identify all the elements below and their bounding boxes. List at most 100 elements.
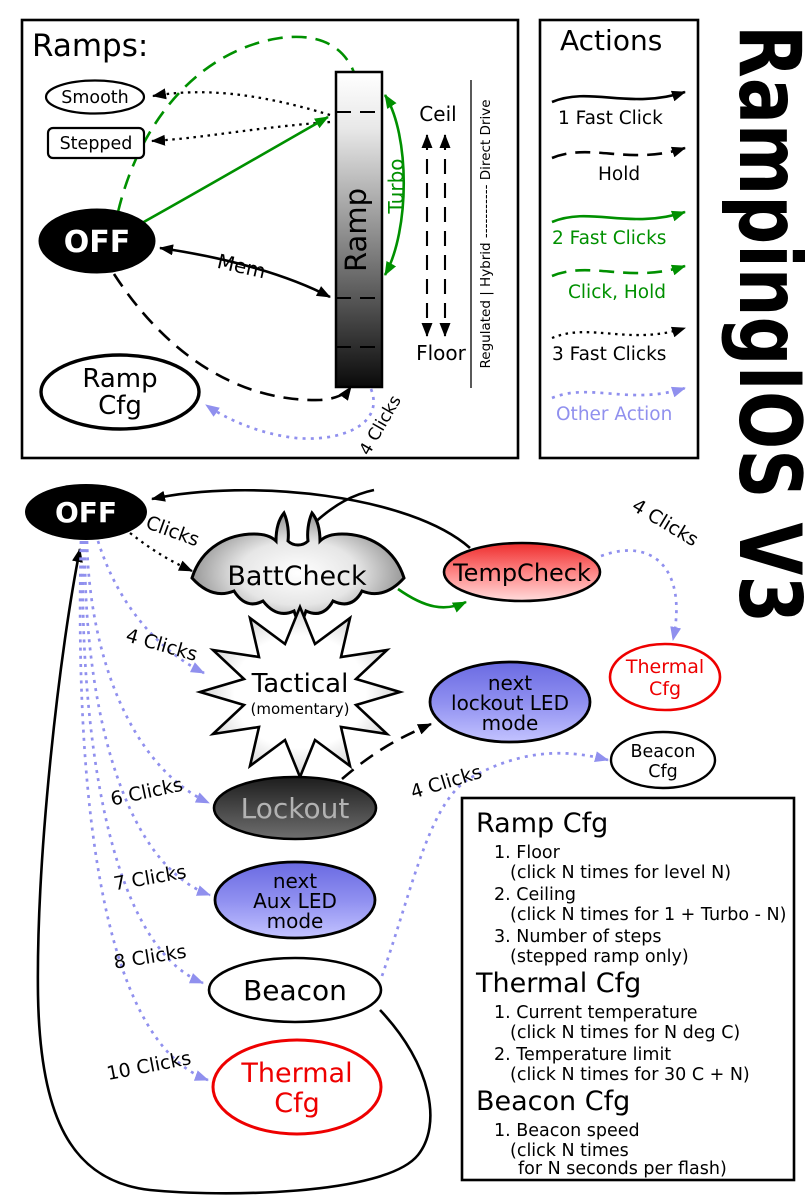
config-note: (stepped ramp only)	[510, 947, 689, 967]
off-node-ramps	[38, 208, 156, 274]
off-node	[25, 484, 147, 540]
thermal-cfg-small-node	[608, 642, 722, 712]
legend-label-1-fast-click: 1 Fast Click	[558, 108, 663, 129]
config-note: (click N times for 30 C + N)	[510, 1065, 750, 1085]
actions-box-title: Actions	[560, 24, 662, 57]
config-note: (click N times	[510, 1141, 629, 1161]
thermal-cfg-small-label-1: Thermal	[625, 656, 704, 678]
edge-off-to-thermalcfg	[78, 540, 209, 1082]
ceil-label: Ceil	[419, 102, 456, 126]
floor-label: Floor	[416, 341, 467, 365]
edge-off-to-battcheck	[129, 532, 193, 573]
config-line: 1. Current temperature	[494, 1003, 698, 1023]
config-line: 3. Number of steps	[494, 927, 662, 947]
config-thermal-title: Thermal Cfg	[475, 968, 641, 999]
edge-off-to-auxled	[83, 540, 211, 897]
lockout-led-mode-node	[428, 660, 592, 744]
off-label: OFF	[55, 496, 117, 529]
lockout-led-label-3: mode	[482, 711, 539, 735]
label-4-clicks-thermal: 4 Clicks	[628, 495, 702, 552]
edge-off-to-lockout	[85, 540, 210, 805]
label-8-clicks: 8 Clicks	[112, 940, 188, 973]
page-title: RampingIOS V3	[719, 25, 812, 623]
tempcheck-node	[442, 541, 602, 603]
ramps-box-frame	[20, 18, 520, 460]
aux-led-label-1: next	[273, 869, 317, 893]
edge-lockout-to-ledmode	[341, 722, 432, 780]
mem-label: Mem	[215, 249, 268, 283]
lockout-led-label-2: lockout LED	[451, 691, 569, 715]
battcheck-node	[190, 510, 406, 633]
legend-label-other-action: Other Action	[556, 404, 672, 425]
legend-label-hold: Hold	[598, 164, 640, 185]
lockout-led-label-1: next	[488, 671, 532, 695]
edge-off-ramp-mem	[159, 244, 331, 299]
config-note: (click N times for 1 + Turbo - N)	[510, 905, 786, 925]
legend-arrow-3-fast-clicks	[551, 326, 686, 340]
config-line: 2. Temperature limit	[494, 1045, 671, 1065]
ramp-bar	[334, 70, 384, 389]
config-ramp-title: Ramp Cfg	[476, 808, 608, 839]
legend-label-2-fast-clicks: 2 Fast Clicks	[552, 228, 666, 249]
aux-led-mode-node	[213, 860, 377, 940]
config-note: (click N times for level N)	[510, 863, 731, 883]
beacon-node	[207, 956, 383, 1024]
tactical-label-1: Tactical	[251, 669, 349, 699]
edge-return-to-off	[36, 548, 432, 1195]
ramp-bar-label: Ramp	[339, 188, 373, 272]
edge-turbo-span	[383, 94, 406, 276]
legend-arrow-click-hold	[551, 264, 686, 278]
edge-tempcheck-to-off	[151, 488, 471, 549]
edge-off-to-floor-hold	[112, 273, 353, 402]
thermal-cfg-small-label-2: Cfg	[649, 678, 681, 700]
ramp-cfg-node	[39, 353, 201, 431]
turbo-label: Turbo	[384, 158, 408, 214]
battcheck-label: BattCheck	[227, 561, 367, 592]
edge-tempcheck-to-thermalcfg	[600, 549, 682, 641]
thermal-cfg-node	[211, 1038, 383, 1136]
label-6-clicks: 6 Clicks	[109, 774, 185, 811]
drive-axis-label: Regulated | Hybrid ----------- Direct Dr…	[478, 100, 494, 369]
tempcheck-label: TempCheck	[452, 559, 591, 587]
lockout-node	[212, 775, 378, 841]
smooth-label: Smooth	[61, 88, 129, 108]
ramps-box-title: Ramps:	[32, 28, 148, 64]
legend-arrow-2-fast-clicks	[551, 210, 686, 224]
lockout-label: Lockout	[241, 792, 350, 825]
label-4-clicks-tactical: 4 Clicks	[123, 625, 200, 666]
label-10-clicks: 10 Clicks	[105, 1047, 193, 1085]
edge-stepped-toggle	[151, 120, 331, 146]
thermal-cfg-label-1: Thermal	[240, 1058, 352, 1089]
edge-smooth-toggle	[152, 88, 331, 117]
legend-arrow-other-action	[551, 386, 686, 400]
legend-label-click-hold: Click, Hold	[568, 282, 666, 303]
thermal-cfg-label-2: Cfg	[274, 1088, 320, 1119]
ramp-4clicks-label: 4 Clicks	[356, 392, 406, 459]
edge-off-to-turbo	[116, 35, 363, 213]
edge-off-to-ceiling	[141, 115, 329, 225]
stepped-label: Stepped	[60, 134, 133, 154]
aux-led-label-3: mode	[267, 909, 324, 933]
ramp-cfg-label-2: Cfg	[98, 391, 142, 421]
edge-off-to-tactical	[96, 540, 205, 675]
stepped-node	[46, 126, 146, 160]
ramp-cfg-label-1: Ramp	[82, 364, 157, 394]
beacon-cfg-node	[609, 730, 717, 790]
config-note: for N seconds per flash)	[518, 1159, 727, 1179]
edge-ramp-to-rampcfg	[205, 388, 375, 440]
label-7-clicks: 7 Clicks	[112, 861, 188, 895]
actions-box-frame	[538, 18, 700, 460]
tactical-label-2: (momentary)	[251, 700, 350, 718]
off-label-ramps: OFF	[64, 225, 131, 260]
legend-arrow-1-fast-click	[551, 90, 686, 104]
beacon-cfg-label-1: Beacon	[631, 742, 696, 762]
legend-arrow-hold	[551, 146, 686, 160]
config-panel-frame	[460, 796, 796, 1182]
legend-label-3-fast-clicks: 3 Fast Clicks	[552, 344, 666, 365]
config-line: 1. Beacon speed	[494, 1121, 640, 1141]
beacon-cfg-label-2: Cfg	[648, 762, 678, 782]
config-line: 1. Floor	[494, 843, 561, 863]
config-beacon-title: Beacon Cfg	[476, 1086, 630, 1117]
